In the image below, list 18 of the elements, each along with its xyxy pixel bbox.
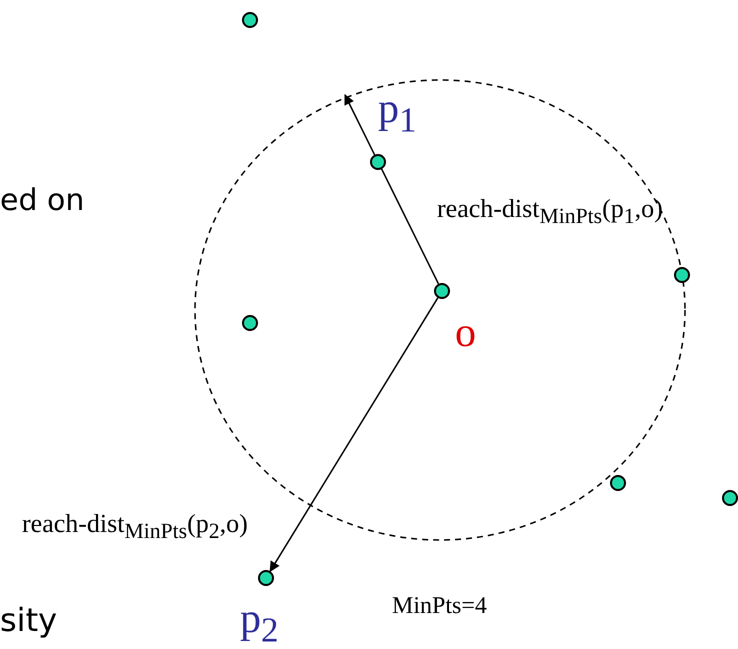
point-label: p$_{1}$ — [378, 88, 416, 138]
edge-label: reach-dist$_{MinPts}$(p$_{1}$,o) — [437, 196, 663, 228]
data-point — [370, 154, 386, 170]
arrow — [344, 94, 440, 284]
data-point — [674, 267, 690, 283]
data-point — [610, 475, 626, 491]
data-point — [434, 283, 450, 299]
point-label: o — [455, 312, 476, 354]
text-fragment: sity — [0, 604, 58, 636]
data-point — [258, 570, 274, 586]
parameter-note: MinPts=4 — [392, 594, 487, 618]
data-point — [242, 12, 258, 28]
arrow — [270, 297, 438, 572]
text-fragment: ed on — [0, 186, 84, 216]
data-point — [722, 490, 738, 506]
data-point — [242, 315, 258, 331]
edge-label: reach-dist$_{MinPts}$(p$_{2}$,o) — [22, 511, 248, 543]
point-label: p$_{2}$ — [240, 598, 278, 648]
